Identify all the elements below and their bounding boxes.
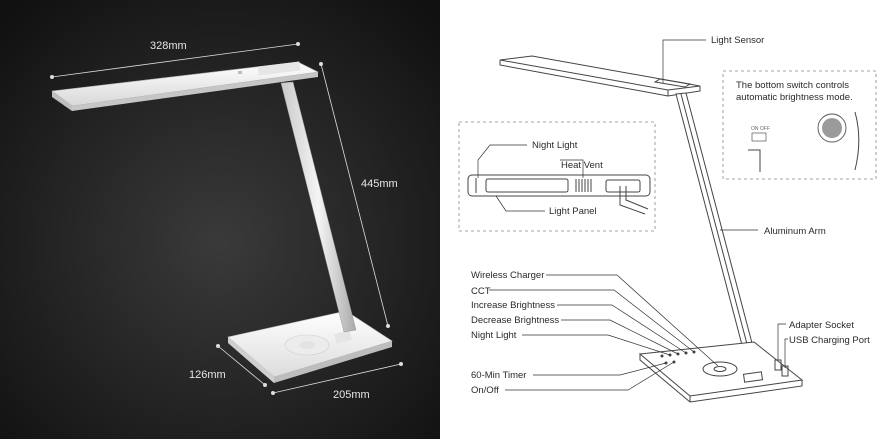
dark-photo-panel: 328mm 445mm 126mm 205mm bbox=[0, 0, 440, 439]
switch-note-line-2: automatic brightness mode. bbox=[736, 92, 853, 103]
switch-note-line-1: The bottom switch controls bbox=[736, 80, 849, 91]
lamp-head-drawing bbox=[499, 55, 701, 97]
cct-label: CCT bbox=[471, 286, 491, 297]
light-panel-label: Light Panel bbox=[549, 206, 597, 217]
line-diagram-panel: Light Sensor The bottom switch controls … bbox=[440, 0, 877, 439]
lamp-photo bbox=[51, 61, 393, 383]
increase-brightness-label: Increase Brightness bbox=[471, 300, 555, 311]
base-dimension-line bbox=[271, 362, 403, 395]
switch-on-off-text: ON OFF bbox=[751, 126, 770, 132]
wireless-charger-label: Wireless Charger bbox=[471, 270, 544, 281]
base-dimension: 205mm bbox=[333, 389, 370, 401]
decrease-brightness-label: Decrease Brightness bbox=[471, 315, 559, 326]
night-light-label: Night Light bbox=[471, 330, 517, 341]
heat-vent-grille bbox=[575, 179, 592, 192]
adapter-socket-label: Adapter Socket bbox=[789, 320, 854, 331]
aluminum-arm-label: Aluminum Arm bbox=[764, 226, 826, 237]
depth-dimension: 126mm bbox=[189, 369, 226, 381]
switch-inset: The bottom switch controls automatic bri… bbox=[722, 70, 877, 180]
height-dimension-line bbox=[319, 62, 390, 328]
on-off-label: On/Off bbox=[471, 385, 499, 396]
depth-dimension-line bbox=[216, 344, 267, 387]
width-dimension-line bbox=[50, 42, 300, 79]
light-panel-inset: Night Light Heat Vent Light Panel bbox=[458, 121, 656, 232]
timer-label: 60-Min Timer bbox=[471, 370, 526, 381]
switch-button-icon bbox=[822, 118, 842, 138]
switch-toggle-icon bbox=[751, 132, 767, 142]
height-dimension: 445mm bbox=[361, 178, 398, 190]
heat-vent-label: Heat Vent bbox=[561, 160, 603, 171]
usb-charging-port-label: USB Charging Port bbox=[789, 335, 870, 346]
width-dimension: 328mm bbox=[150, 40, 187, 52]
light-sensor-label: Light Sensor bbox=[711, 35, 764, 46]
night-light-inset-label: Night Light bbox=[532, 140, 578, 151]
